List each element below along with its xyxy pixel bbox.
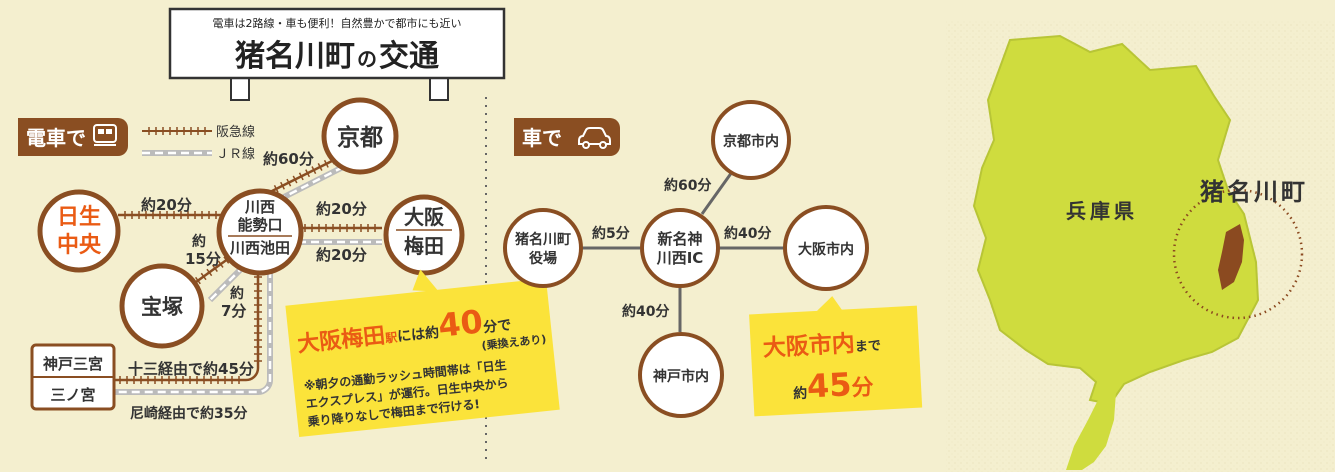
header-subtitle: 電車は2路線・車も便利！自然豊かで都市にも近い <box>213 16 462 30</box>
car-node-kyoto: 京都市内 <box>711 100 791 180</box>
svg-text:役場: 役場 <box>529 250 557 267</box>
awaji-island <box>1066 392 1116 470</box>
map-panel: 猪名川町 兵庫県 <box>946 20 1335 472</box>
svg-text:神戸市内: 神戸市内 <box>653 368 709 385</box>
svg-text:三ノ宮: 三ノ宮 <box>50 386 95 404</box>
time-nissei: 約20分 <box>141 196 192 214</box>
car-times: 約5分 約60分 約40分 約40分 <box>592 177 771 320</box>
svg-text:京都市内: 京都市内 <box>723 133 779 150</box>
car-node-kobe: 神戸市内 <box>638 332 724 418</box>
route-legend: 阪急線 ＪＲ線 <box>142 124 255 162</box>
page-title: 猪名川町の交通 <box>235 39 439 74</box>
train-node-kyoto: 京都 <box>321 97 399 175</box>
train-icon <box>93 124 117 146</box>
title-no: の <box>357 47 377 71</box>
map-town-label: 猪名川町 <box>1200 178 1308 206</box>
osaka-callout-dest: 大阪市内 <box>762 330 855 362</box>
train-node-nissei: 日生 中央 <box>37 189 121 273</box>
callout-num: 40 <box>436 302 484 344</box>
svg-text:梅田: 梅田 <box>404 234 444 258</box>
svg-text:宝塚: 宝塚 <box>141 295 183 319</box>
svg-text:大阪市内: 大阪市内 <box>798 241 854 258</box>
time-takarazuka-jr-a: 約 <box>230 285 244 302</box>
svg-text:川西: 川西 <box>244 198 275 216</box>
title-main: 猪名川町 <box>235 39 355 74</box>
svg-text:約45分: 約45分 <box>792 364 874 406</box>
legend-hankyu: 阪急線 <box>216 124 255 140</box>
train-node-umeda: 大阪 梅田 <box>383 194 465 276</box>
svg-text:約40分: 約40分 <box>622 303 669 320</box>
train-times: 約60分 約20分 約20分 約20分 約 15分 約 7分 十三経由で約45分… <box>128 150 367 422</box>
svg-text:猪名川町: 猪名川町 <box>514 231 571 248</box>
time-takarazuka-jr-b: 7分 <box>221 302 246 320</box>
inagawa-town-shape <box>1218 224 1244 290</box>
map-pref-label: 兵庫県 <box>1066 199 1138 223</box>
svg-text:約5分: 約5分 <box>592 225 630 242</box>
svg-text:日生: 日生 <box>57 205 101 230</box>
train-label: 電車で <box>18 118 128 156</box>
svg-text:新名神: 新名神 <box>657 230 702 248</box>
time-kobe-amagasaki: 尼崎経由で約35分 <box>130 405 247 422</box>
time-takarazuka-h-a: 約 <box>192 233 206 250</box>
umeda-callout: 大阪梅田駅には約40分で (乗換えあり) ※朝夕の通勤ラッシュ時間帯は「日生 エ… <box>285 269 560 438</box>
car-routes <box>582 171 784 332</box>
svg-text:川西池田: 川西池田 <box>229 239 290 257</box>
svg-text:大阪市内まで: 大阪市内まで <box>762 329 881 362</box>
time-takarazuka-h-b: 15分 <box>185 250 221 268</box>
car-node-town: 猪名川町 役場 <box>503 208 583 288</box>
car-label: 車で <box>514 118 620 156</box>
osaka-callout: 大阪市内まで 約45分 <box>749 296 923 417</box>
time-kobe-juso: 十三経由で約45分 <box>128 360 254 378</box>
hyogo-map <box>972 34 1260 406</box>
train-routes <box>112 156 382 395</box>
osaka-callout-num: 45 <box>806 365 852 405</box>
svg-text:川西IC: 川西IC <box>656 249 704 267</box>
car-node-ic: 新名神 川西IC <box>640 208 720 288</box>
car-icon <box>578 127 611 149</box>
legend-jr: ＪＲ線 <box>216 146 255 162</box>
svg-text:神戸三宮: 神戸三宮 <box>43 355 103 373</box>
time-umeda-hankyu: 約20分 <box>316 200 367 218</box>
header-sign: 電車は2路線・車も便利！自然豊かで都市にも近い 猪名川町の交通 <box>168 7 506 101</box>
train-node-kobe: 神戸三宮 三ノ宮 <box>30 343 116 411</box>
car-node-osaka: 大阪市内 <box>783 205 869 291</box>
car-label-text: 車で <box>522 126 562 150</box>
time-kyoto: 約60分 <box>263 150 314 168</box>
svg-text:能勢口: 能勢口 <box>237 216 282 234</box>
svg-text:京都: 京都 <box>337 124 383 151</box>
svg-text:大阪: 大阪 <box>404 205 445 229</box>
title-end: 交通 <box>379 39 439 74</box>
svg-text:約40分: 約40分 <box>724 225 771 242</box>
inagawa-dotted-circle <box>1172 188 1304 320</box>
svg-text:約60分: 約60分 <box>664 177 711 194</box>
svg-text:(乗換えあり): (乗換えあり) <box>481 332 547 353</box>
time-umeda-jr: 約20分 <box>316 246 367 264</box>
train-node-takarazuka: 宝塚 <box>119 263 205 349</box>
train-node-kawanishi: 川西 能勢口 川西池田 <box>216 188 304 276</box>
train-label-text: 電車で <box>26 126 86 150</box>
svg-text:中央: 中央 <box>57 232 102 258</box>
